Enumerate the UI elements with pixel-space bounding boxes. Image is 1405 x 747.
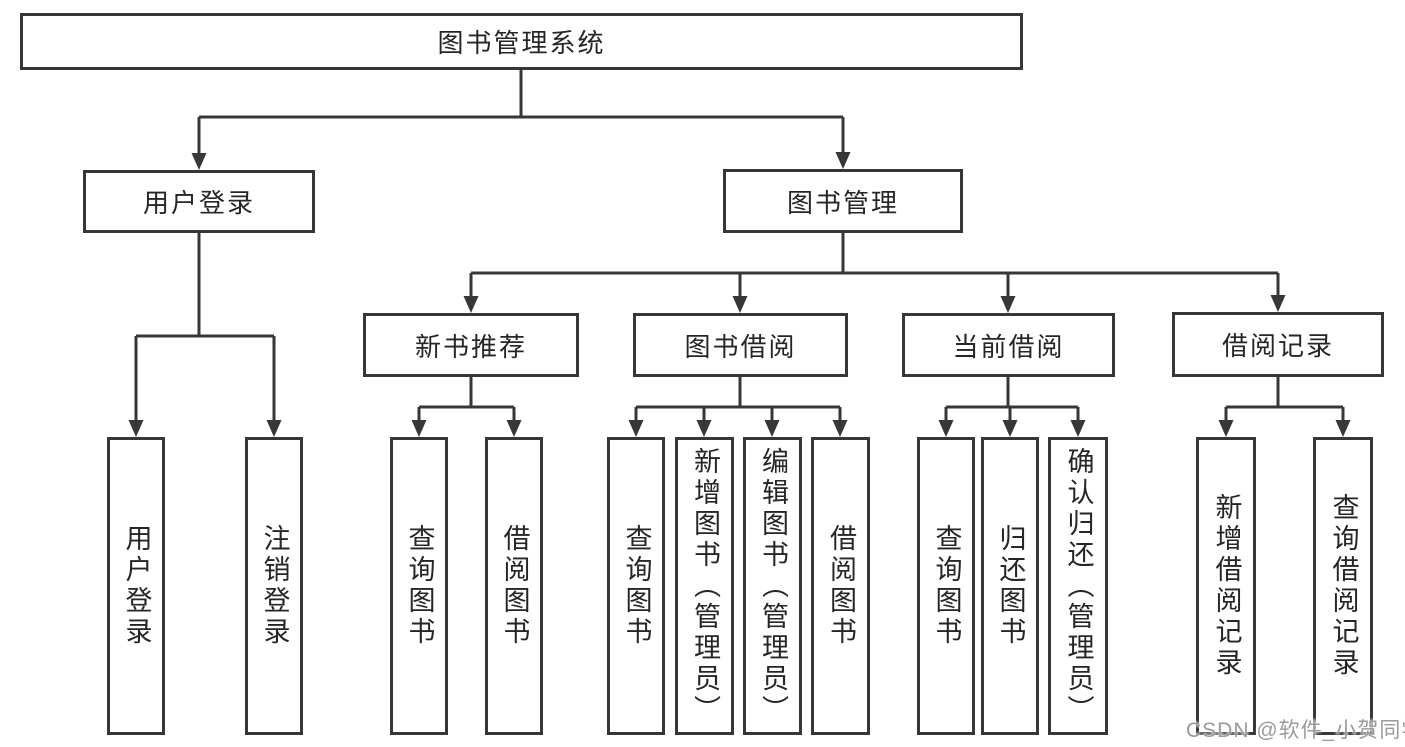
node-book-borrowing: 图书借阅 [633,313,848,377]
leaf-add-book-admin: 新增图书（管理员） [675,437,734,735]
leaf-query-borrow-record: 查询借阅记录 [1313,437,1373,735]
arrowhead-icon [1002,420,1018,437]
arrowhead-icon [1270,295,1286,312]
node-library-system-label: 图书管理系统 [437,28,606,58]
leaf-logout: 注销登录 [245,437,303,735]
arrowhead-icon [463,296,479,313]
leaf-confirm-return-admin-label: 确认归还（管理员） [1063,446,1094,726]
leaf-add-borrow-record: 新增借阅记录 [1196,437,1256,735]
leaf-borrow-books-1: 借阅图书 [485,437,543,735]
leaf-query-books-1-label: 查询图书 [404,524,435,648]
arrowhead-icon [1335,420,1351,437]
leaf-edit-book-admin: 编辑图书（管理员） [743,437,802,735]
arrowhead-icon [832,420,848,437]
node-book-management: 图书管理 [723,169,963,233]
node-user-login-label: 用户登录 [142,188,255,218]
csdn-watermark: CSDN @软件_小贺同学 [1186,719,1405,742]
node-user-login: 用户登录 [83,170,315,233]
node-new-book-recommend-label: 新书推荐 [414,331,527,362]
node-current-borrowing-label: 当前借阅 [952,331,1065,362]
node-borrowing-records: 借阅记录 [1172,312,1384,377]
arrowhead-icon [266,420,282,437]
arrowhead-icon [1000,296,1016,313]
leaf-add-borrow-record-label: 新增借阅记录 [1211,493,1242,679]
arrowhead-icon [938,420,954,437]
leaf-borrow-books-1-label: 借阅图书 [499,524,530,648]
leaf-return-books: 归还图书 [981,437,1039,735]
arrowhead-icon [835,152,851,169]
node-current-borrowing: 当前借阅 [902,313,1115,377]
arrowhead-icon [506,420,522,437]
leaf-borrow-books-2: 借阅图书 [811,437,870,735]
leaf-query-books-1: 查询图书 [390,437,448,735]
leaf-query-books-3: 查询图书 [917,437,975,735]
node-book-borrowing-label: 图书借阅 [684,331,797,362]
arrowhead-icon [764,420,780,437]
arrowhead-icon [1070,420,1086,437]
leaf-confirm-return-admin: 确认归还（管理员） [1048,437,1108,735]
arrowhead-icon [628,420,644,437]
connector-lines [134,70,1345,421]
leaf-edit-book-admin-label: 编辑图书（管理员） [758,446,788,726]
arrowhead-icon [1218,420,1234,437]
leaf-logout-label: 注销登录 [259,524,290,648]
leaf-user-login-label: 用户登录 [121,524,152,648]
leaf-query-books-2: 查询图书 [607,437,665,735]
leaf-borrow-books-2-label: 借阅图书 [826,524,856,648]
leaf-return-books-label: 归还图书 [995,524,1026,648]
node-library-system: 图书管理系统 [20,13,1023,70]
leaf-query-borrow-record-label: 查询借阅记录 [1328,493,1359,679]
leaf-query-books-2-label: 查询图书 [621,524,652,648]
arrowhead-icon [191,153,207,170]
arrowhead-icon [128,420,144,437]
leaf-add-book-admin-label: 新增图书（管理员） [690,446,720,726]
arrowhead-icon [411,420,427,437]
arrowhead-icon [696,420,712,437]
arrowhead-group [128,152,1351,437]
node-borrowing-records-label: 借阅记录 [1221,331,1334,361]
node-new-book-recommend: 新书推荐 [363,313,579,377]
leaf-query-books-3-label: 查询图书 [931,524,962,648]
arrowhead-icon [732,296,748,313]
leaf-user-login: 用户登录 [107,437,165,735]
node-book-management-label: 图书管理 [786,187,899,218]
